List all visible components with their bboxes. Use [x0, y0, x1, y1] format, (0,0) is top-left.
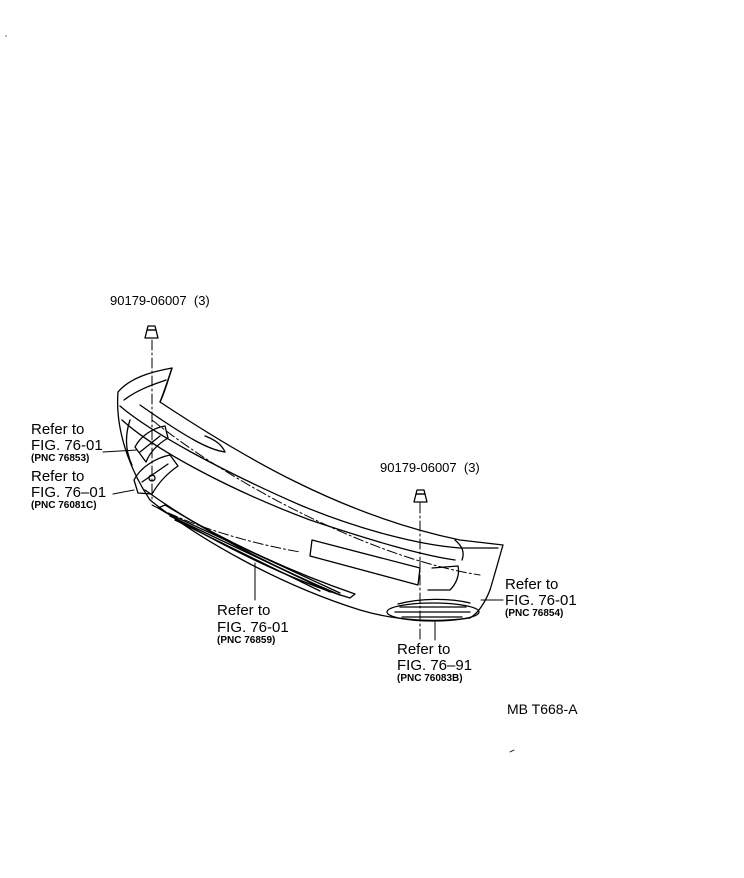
lower-grille-strip — [157, 504, 356, 599]
callout-line2: FIG. 76-01 — [217, 619, 289, 636]
speck — [509, 749, 515, 753]
drawing-code: MB T668-A — [507, 701, 578, 717]
callout-line2: FIG. 76-01 — [31, 437, 103, 454]
callout-pnc: (PNC 76083B) — [397, 673, 463, 684]
part-label-middle: 90179-06007 (3) — [380, 461, 480, 474]
part-number: 90179-06007 — [110, 293, 187, 308]
left-brackets — [133, 425, 179, 495]
speck — [5, 35, 7, 37]
part-qty: (3) — [463, 460, 480, 475]
callout-line1: Refer to — [31, 421, 85, 438]
callout-line1: Refer to — [505, 576, 559, 593]
callout-line2: FIG. 76–01 — [31, 484, 107, 501]
callout-line1: Refer to — [217, 602, 271, 619]
callout-line2: FIG. 76-01 — [505, 592, 577, 609]
callout-pnc: (PNC 76081C) — [31, 500, 97, 511]
callout-line2: FIG. 76–91 — [397, 657, 473, 674]
callout-pnc: (PNC 76859) — [217, 635, 276, 646]
callout-line1: Refer to — [31, 468, 85, 485]
part-number: 90179-06007 — [380, 460, 457, 475]
bumper-cover — [116, 367, 504, 622]
part-qty: (3) — [193, 293, 210, 308]
right-lower-grille — [386, 598, 480, 622]
nut-middle — [413, 489, 428, 503]
callout-pnc: (PNC 76853) — [31, 453, 90, 464]
leader-lines — [102, 449, 504, 641]
callout-pnc: (PNC 76854) — [505, 608, 564, 619]
part-label-top: 90179-06007 (3) — [110, 294, 210, 307]
center-lines — [151, 339, 481, 641]
nut-left — [144, 325, 159, 339]
callout-line1: Refer to — [397, 641, 451, 658]
